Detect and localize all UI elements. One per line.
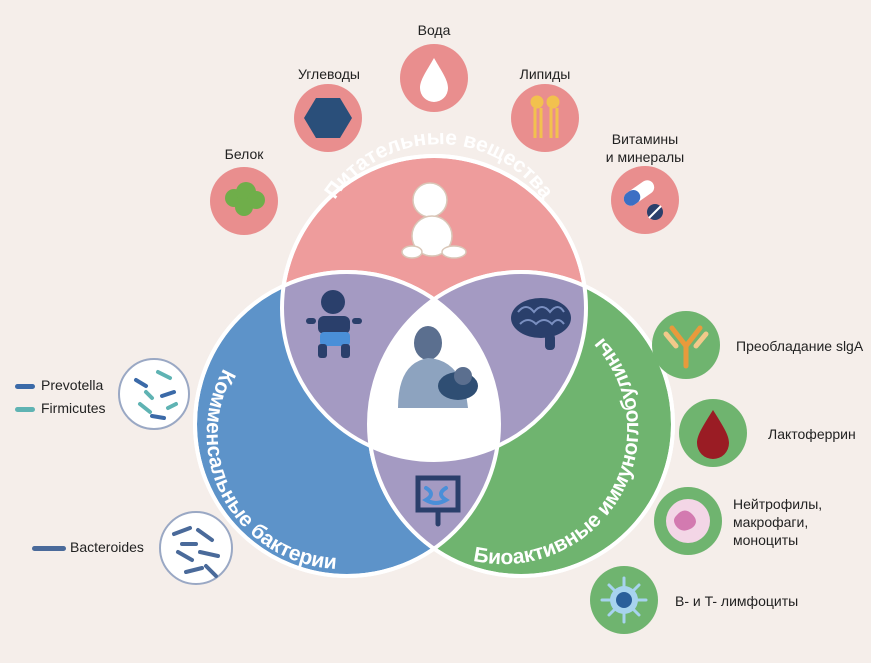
lipids-item [511,84,579,152]
siga-item [652,311,720,379]
siga-label: Преобладание slgA [736,338,864,354]
lymphocytes-item [590,566,658,634]
brain-icon [511,298,571,350]
bacteroides-swatch [32,546,66,551]
protein-label: Белок [224,146,264,162]
firmicutes-label: Firmicutes [41,400,106,416]
lipid-molecule-icon [530,95,560,138]
carbs-label: Углеводы [297,66,360,82]
antibody-icon [663,325,709,369]
intestine-icon [415,475,461,527]
broccoli-icon [225,182,265,216]
prevotella-label: Prevotella [41,377,104,393]
vitamins-label: Витамины и минералы [605,131,685,165]
prevotella-swatch [15,384,35,389]
hexagon-icon [304,98,352,138]
overlap-center [369,272,499,460]
carbs-item [294,84,362,152]
lymphocyte-icon [600,576,648,624]
petri-prevotella-firmicutes [118,358,190,430]
protein-item [210,167,278,235]
vitamins-item [611,166,679,234]
lymphocytes-label: B- и T- лимфоциты [675,593,799,609]
drop-icon [420,58,448,102]
neutrophils-item [654,487,722,555]
water-label: Вода [417,22,451,38]
baby-icon [401,182,467,259]
neutrophils-label: Нейтрофилы, макрофаги, моноциты [733,496,823,548]
bacteroides-label: Bacteroides [70,539,144,555]
lipids-label: Липиды [519,66,571,82]
water-item [400,44,468,112]
cell-icon [666,499,710,543]
lactoferrin-item [679,399,747,467]
breastfeeding-mother-icon [398,326,478,408]
blood-drop-icon [697,410,729,459]
infant-icon [306,290,362,358]
pill-icon [623,180,663,220]
firmicutes-swatch [15,407,35,412]
lactoferrin-label: Лактоферрин [768,426,856,442]
petri-bacteroides [159,511,233,585]
